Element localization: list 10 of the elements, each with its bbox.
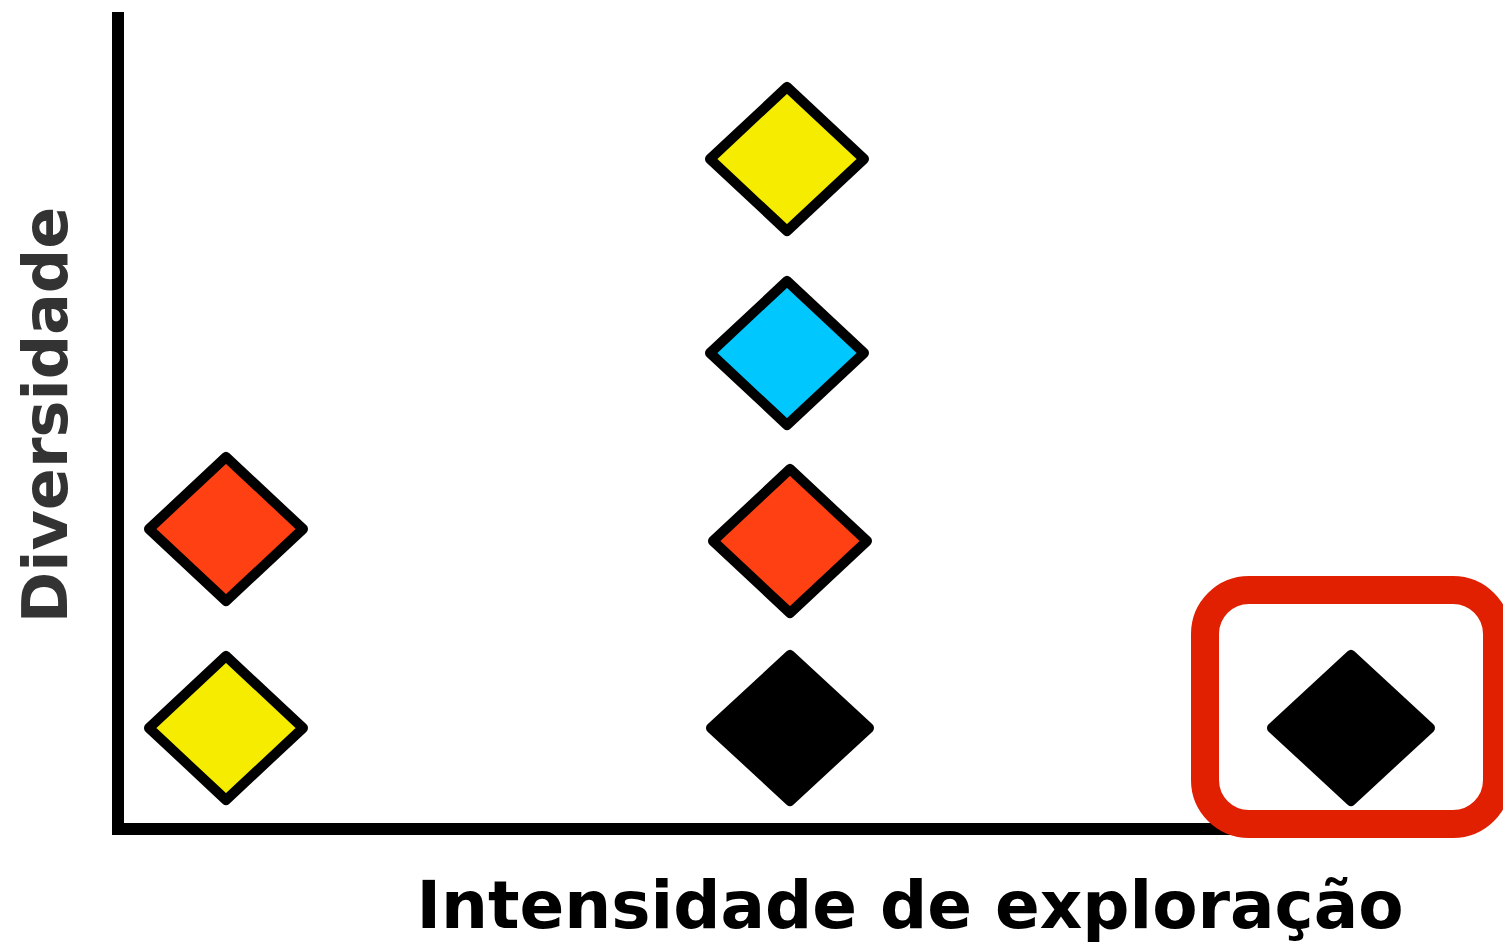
diamond-marker: [144, 651, 308, 805]
diamond-marker: [708, 464, 872, 618]
highlight-frame: [1191, 576, 1503, 838]
diamond-marker: [706, 650, 874, 806]
diamond-marker: [705, 276, 869, 430]
diamond-marker: [144, 452, 308, 606]
y-axis-title: Diversidade: [8, 206, 82, 624]
diamond-marker: [1267, 650, 1435, 806]
diamond-marker: [705, 82, 869, 236]
x-axis-title: Intensidade de exploração: [416, 866, 1404, 943]
